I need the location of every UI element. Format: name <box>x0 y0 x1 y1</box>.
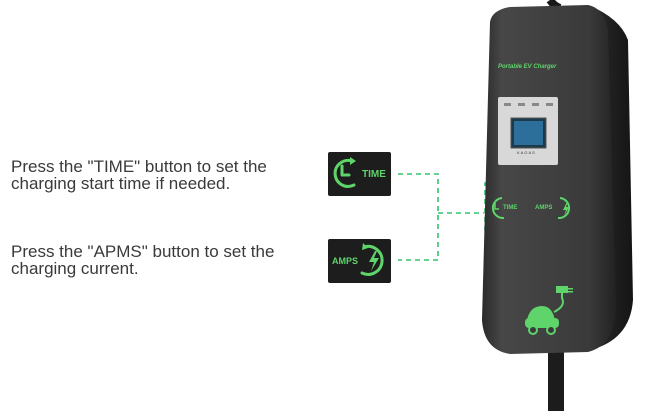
time-instruction: Press the "TIME" button to set the charg… <box>11 158 267 192</box>
amps-instruction: Press the "APMS" button to set the charg… <box>11 243 274 277</box>
amps-instruction-line2: charging current. <box>11 259 139 278</box>
lightning-icon <box>360 243 384 276</box>
ev-charger-device <box>482 0 633 411</box>
amps-badge-label: AMPS <box>332 256 359 266</box>
device-display-brand: KAGAS <box>517 150 536 155</box>
time-badge-label: TIME <box>362 169 386 180</box>
clock-icon <box>333 157 356 188</box>
time-button-icon-badge: TIME <box>328 152 391 196</box>
device-time-button: TIME <box>503 205 518 211</box>
device-brand-label: Portable EV Charger <box>498 64 557 70</box>
time-instruction-line2: charging start time if needed. <box>11 174 231 193</box>
time-instruction-line1: Press the "TIME" button to set the <box>11 157 267 176</box>
amps-button-icon-badge: AMPS <box>328 239 391 283</box>
device-amps-button: AMPS <box>535 205 553 211</box>
amps-instruction-line1: Press the "APMS" button to set the <box>11 242 275 261</box>
